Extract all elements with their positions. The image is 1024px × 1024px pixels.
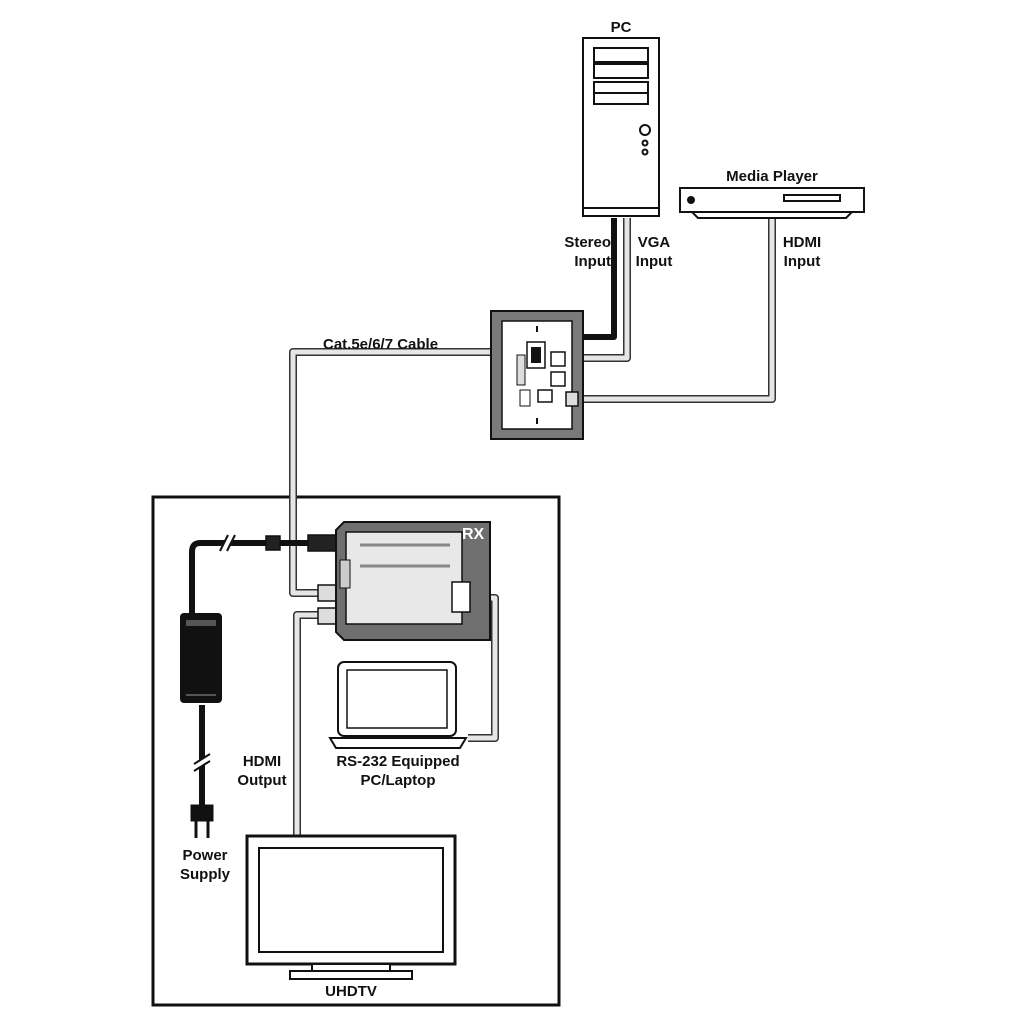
hdmi-output-label: HDMI Output [237,753,287,789]
power-supply-label: Power Supply [179,847,230,883]
power-dc-cable [189,540,335,615]
cat-cable-label: Cat.5e/6/7 Cable [323,336,439,353]
pc-label: PC [610,19,632,36]
rx-label: RX [462,526,485,543]
rx-receiver [335,521,491,641]
power-adapter [180,613,222,703]
cables [189,215,776,835]
rs232-laptop-label: RS-232 Equipped PC/Laptop [336,753,460,789]
rx-plugs [265,534,475,625]
receiver-side-frame [151,495,561,1007]
wall-plate [490,310,584,440]
media-player [679,187,865,219]
vga-input-label: VGA Input [635,234,673,270]
cable-break-marks [191,531,236,772]
pc-tower [582,37,660,217]
uhdtv [245,834,457,980]
hdmi-input-label: HDMI Input [782,234,822,270]
ac-plug [190,804,214,838]
stereo-input-label: Stereo Input [564,234,611,270]
laptop [328,661,468,749]
uhdtv-label: UHDTV [325,983,377,1000]
hdmi-output-cable [293,611,325,835]
media-player-label: Media Player [726,168,818,185]
